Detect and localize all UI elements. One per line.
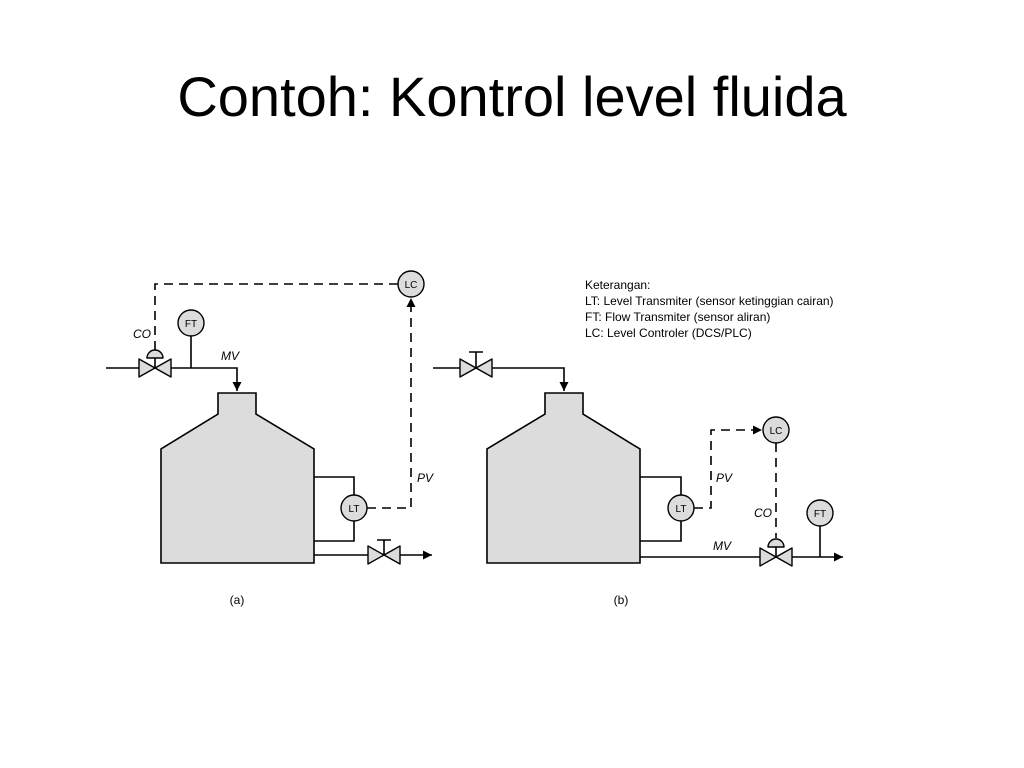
svg-text:FT: FT xyxy=(814,509,826,520)
svg-text:LT: LT xyxy=(349,504,360,515)
control-valve-b xyxy=(759,538,793,567)
diagram-a: FT LT LC CO MV PV (a) xyxy=(106,270,434,607)
level-transmitter-b: LT xyxy=(667,494,695,522)
level-controller-a: LC xyxy=(397,270,425,298)
svg-text:LC: LC xyxy=(405,280,418,291)
co-label-b: CO xyxy=(754,506,772,520)
legend-item-ft: FT: Flow Transmiter (sensor aliran) xyxy=(585,310,771,324)
tank-b xyxy=(486,392,641,564)
caption-a: (a) xyxy=(230,593,245,607)
level-transmitter-a: LT xyxy=(340,494,368,522)
legend-item-lc: LC: Level Controler (DCS/PLC) xyxy=(585,326,752,340)
level-controller-b: LC xyxy=(762,416,790,444)
manual-valve-a xyxy=(367,539,401,565)
svg-text:LT: LT xyxy=(676,504,687,515)
co-label-a: CO xyxy=(133,327,151,341)
inlet-pipe-a-right xyxy=(171,367,242,391)
mv-label-b: MV xyxy=(713,539,732,553)
co-signal-a xyxy=(154,283,398,350)
diagram-b: LT LC FT PV CO MV (b) xyxy=(433,351,843,607)
pv-label-b: PV xyxy=(716,471,733,485)
mv-label-a: MV xyxy=(221,349,240,363)
tank-a xyxy=(160,392,315,564)
pv-signal-a xyxy=(367,298,416,509)
lt-impulse-lines-b xyxy=(640,476,682,542)
legend-item-lt: LT: Level Transmiter (sensor ketinggian … xyxy=(585,294,834,308)
svg-text:LC: LC xyxy=(770,426,783,437)
legend-heading: Keterangan: xyxy=(585,278,651,292)
slide-title: Contoh: Kontrol level fluida xyxy=(177,65,847,128)
manual-valve-b xyxy=(459,351,493,378)
flow-transmitter-a: FT xyxy=(177,309,205,337)
flow-transmitter-b: FT xyxy=(806,499,834,527)
inlet-pipe-b-right xyxy=(492,367,569,391)
legend: Keterangan: LT: Level Transmiter (sensor… xyxy=(585,277,834,341)
control-valve-a xyxy=(138,349,172,378)
lt-impulse-lines-a xyxy=(314,476,355,542)
pv-signal-b xyxy=(694,425,762,509)
pv-label-a: PV xyxy=(417,471,434,485)
caption-b: (b) xyxy=(614,593,629,607)
svg-text:FT: FT xyxy=(185,319,197,330)
